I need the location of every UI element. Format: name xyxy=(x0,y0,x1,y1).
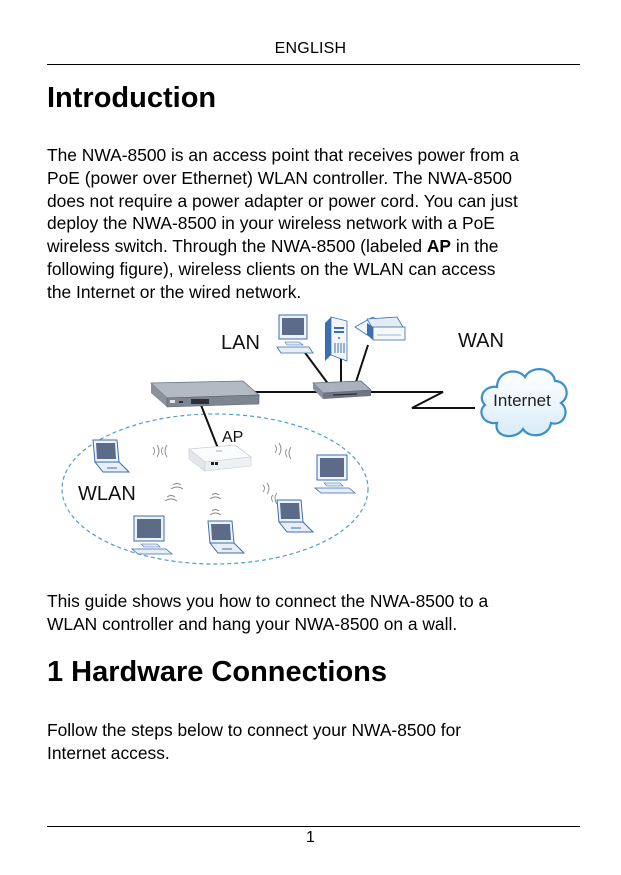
paragraph-line: does not require a power adapter or powe… xyxy=(47,190,518,211)
wireless-desktop-icon xyxy=(313,454,357,494)
internet-label: Internet xyxy=(493,391,551,410)
ap-label: AP xyxy=(222,429,243,446)
text-run: wireless switch. Through the NWA-8500 (l… xyxy=(47,236,427,257)
wan-label: WAN xyxy=(458,330,504,352)
paragraph-line: PoE (power over Ethernet) WLAN controlle… xyxy=(47,167,512,188)
access-point-icon xyxy=(187,444,253,472)
printer-to-router-link xyxy=(354,344,369,386)
wlan-label: WLAN xyxy=(78,483,136,505)
paragraph-line: Follow the steps below to connect your N… xyxy=(47,720,462,740)
wlan-boundary xyxy=(61,413,369,565)
page-number: 1 xyxy=(306,829,315,846)
paragraph-line: Internet access. xyxy=(47,742,170,763)
wireless-laptop-icon xyxy=(276,499,315,533)
paragraph-line: the Internet or the wired network. xyxy=(47,281,302,302)
wan-zigzag-link xyxy=(388,391,475,409)
footer-divider xyxy=(47,826,580,827)
wlan-controller-switch-icon xyxy=(150,380,261,408)
wireless-desktop-icon xyxy=(130,515,174,555)
lan-server-icon xyxy=(325,316,348,362)
lan-desktop-computer-icon xyxy=(276,314,314,354)
paragraph-line: following figure), wireless clients on t… xyxy=(47,258,496,279)
wireless-laptop-icon xyxy=(92,439,131,473)
ap-bold-label: AP xyxy=(426,236,452,257)
wireless-signal-icons xyxy=(152,442,292,516)
switch-to-ap-link xyxy=(200,404,220,452)
lan-printer-icon xyxy=(354,316,406,341)
paragraph-line: wireless switch. Through the NWA-8500 (l… xyxy=(47,235,587,258)
wireless-laptop-icon xyxy=(207,520,246,554)
network-diagram: Internet LAN WAN AP WLAN xyxy=(55,305,570,567)
introduction-heading: Introduction xyxy=(47,82,217,114)
router-icon xyxy=(312,380,372,399)
computer-to-router-link xyxy=(302,349,330,386)
header-divider xyxy=(47,64,580,65)
internet-cloud-icon: Internet xyxy=(480,368,568,438)
paragraph-line: This guide shows you how to connect the … xyxy=(47,591,489,611)
hardware-connections-heading: 1 Hardware Connections xyxy=(47,656,388,688)
paragraph-line: deploy the NWA-8500 in your wireless net… xyxy=(47,213,495,234)
introduction-paragraph: The NWA-8500 is an access point that rec… xyxy=(47,144,587,304)
paragraph-line: The NWA-8500 is an access point that rec… xyxy=(47,145,520,165)
hardware-paragraph: Follow the steps below to connect your N… xyxy=(47,719,587,765)
text-run: in the xyxy=(451,236,499,257)
paragraph-line: WLAN controller and hang your NWA-8500 o… xyxy=(47,613,458,634)
lan-label: LAN xyxy=(221,332,260,354)
guide-paragraph: This guide shows you how to connect the … xyxy=(47,590,587,636)
page-header-language: ENGLISH xyxy=(274,40,347,57)
